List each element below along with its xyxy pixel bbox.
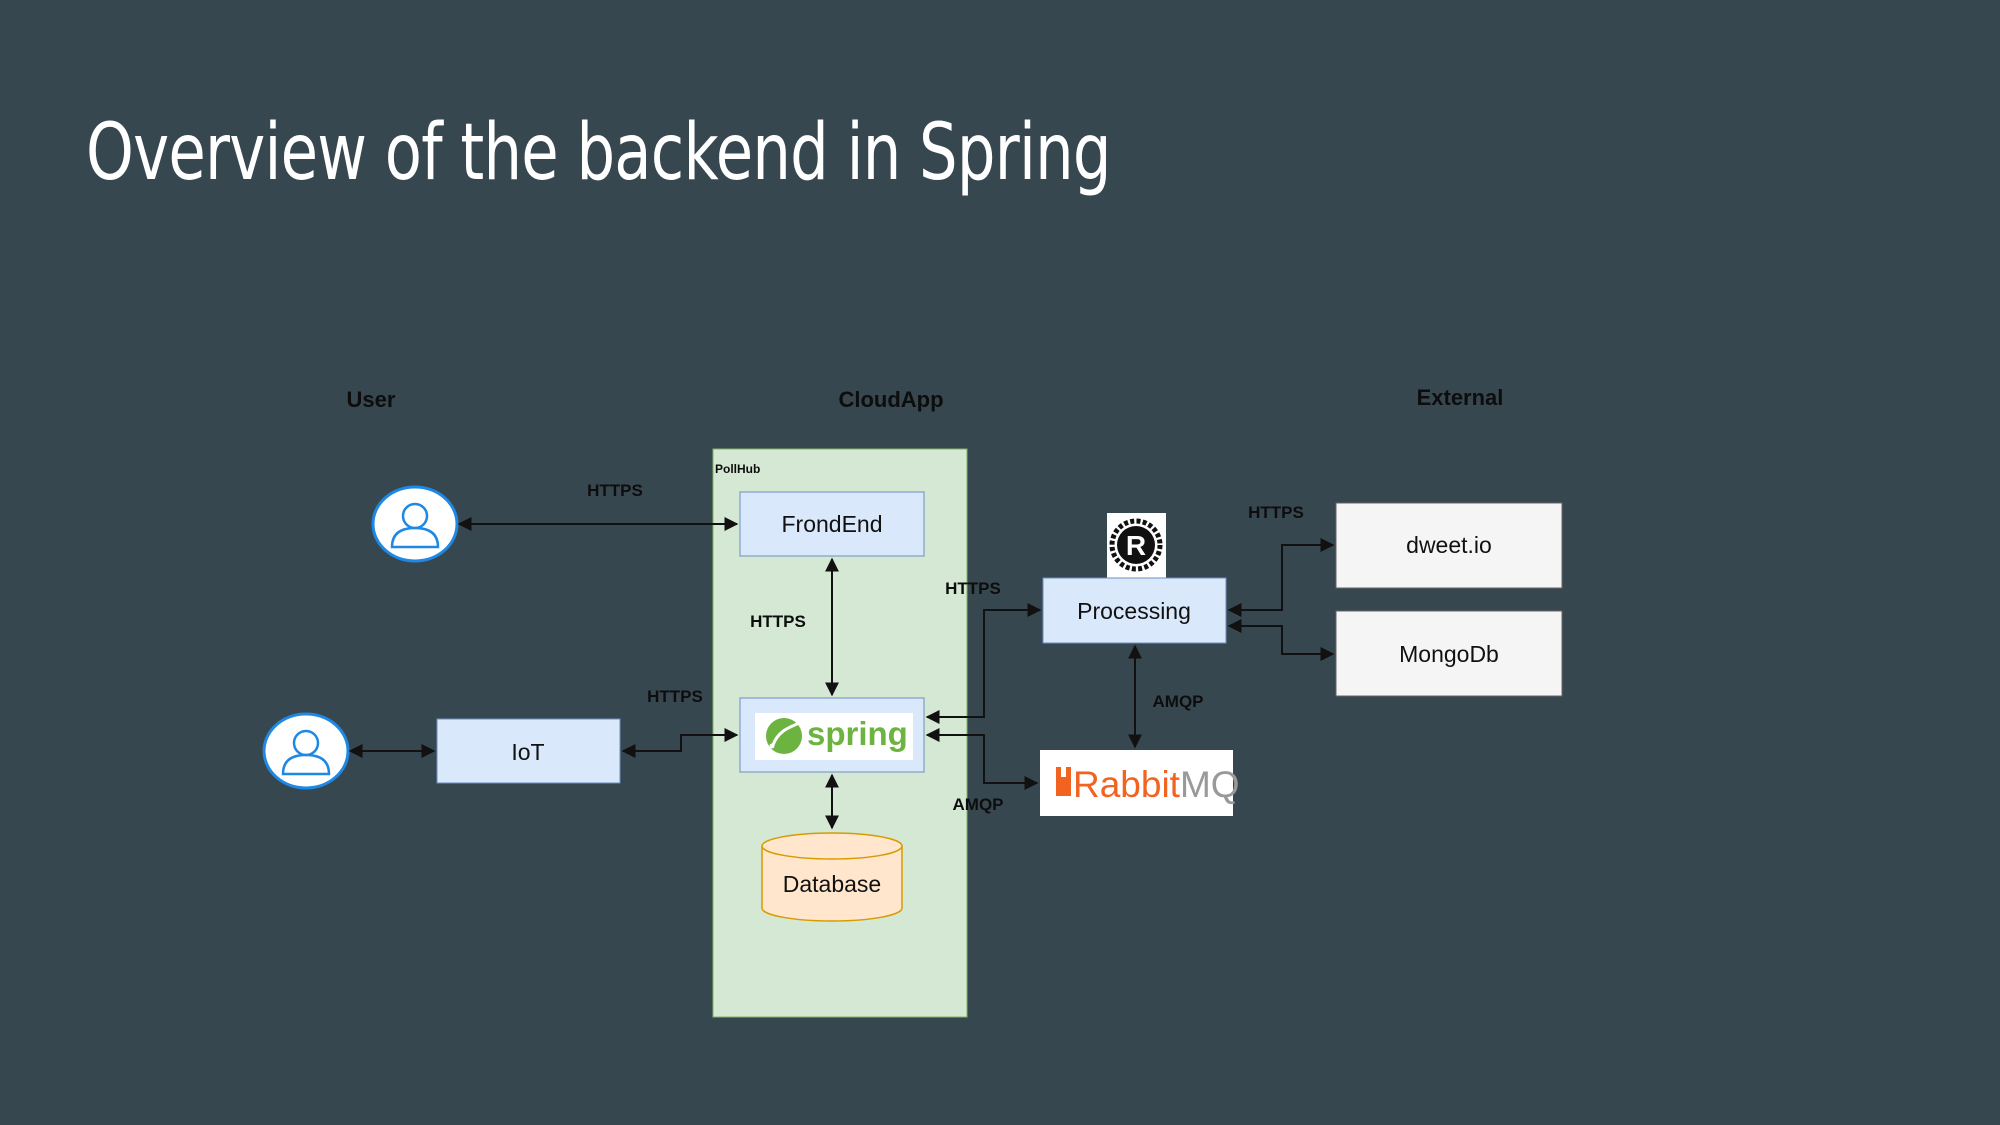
- edge-iot-spring: [621, 728, 739, 758]
- dweet-label: dweet.io: [1406, 532, 1492, 558]
- spring-logo-text: spring: [807, 715, 908, 752]
- mongodb-node: [1335, 610, 1563, 697]
- slide-title: Overview of the backend in Spring: [86, 108, 1111, 198]
- mongodb-label: MongoDb: [1399, 641, 1499, 667]
- database-label: Database: [783, 871, 881, 897]
- user-icon: [262, 712, 350, 790]
- iot-label: IoT: [511, 739, 544, 765]
- edge-processing-mongodb: [1227, 619, 1335, 661]
- frontend-label: FrondEnd: [781, 511, 882, 537]
- user-icon: [371, 485, 459, 563]
- column-header-cloudapp: CloudApp: [838, 387, 943, 412]
- rust-logo-icon: R: [1109, 518, 1163, 572]
- edge-processing-dweet: [1227, 538, 1335, 617]
- edge-label-processing-rabbitmq: AMQP: [1153, 692, 1204, 711]
- edge-label-user-frontend: HTTPS: [587, 481, 643, 500]
- rabbitmq-logo-plate: [1040, 750, 1233, 816]
- column-header-user: User: [347, 387, 396, 412]
- pollhub-label: PollHub: [715, 462, 760, 476]
- frontend-node: [739, 491, 925, 557]
- column-header-external: External: [1417, 385, 1504, 410]
- dweet-node: [1335, 502, 1563, 589]
- edge-spring-rabbitmq: [925, 728, 1039, 790]
- database-node: [761, 832, 903, 922]
- rust-logo-letter: R: [1126, 530, 1146, 561]
- edge-label-spring-rabbitmq: AMQP: [953, 795, 1004, 814]
- edge-label-processing-external: HTTPS: [1248, 503, 1304, 522]
- rabbitmq-logo-icon: [1056, 767, 1071, 796]
- edge-spring-processing: [925, 603, 1042, 724]
- edge-label-spring-processing: HTTPS: [945, 579, 1001, 598]
- rabbitmq-logo-text: RabbitMQ: [1073, 764, 1240, 805]
- edge-label-frontend-spring: HTTPS: [750, 612, 806, 631]
- edge-label-iot-spring: HTTPS: [647, 687, 703, 706]
- processing-node: [1042, 577, 1227, 644]
- mq-wordmark: MQ: [1180, 764, 1240, 805]
- spring-leaf-icon: [766, 718, 802, 754]
- processing-label: Processing: [1077, 598, 1191, 624]
- iot-node: [436, 718, 621, 784]
- rabbit-wordmark: Rabbit: [1073, 764, 1181, 805]
